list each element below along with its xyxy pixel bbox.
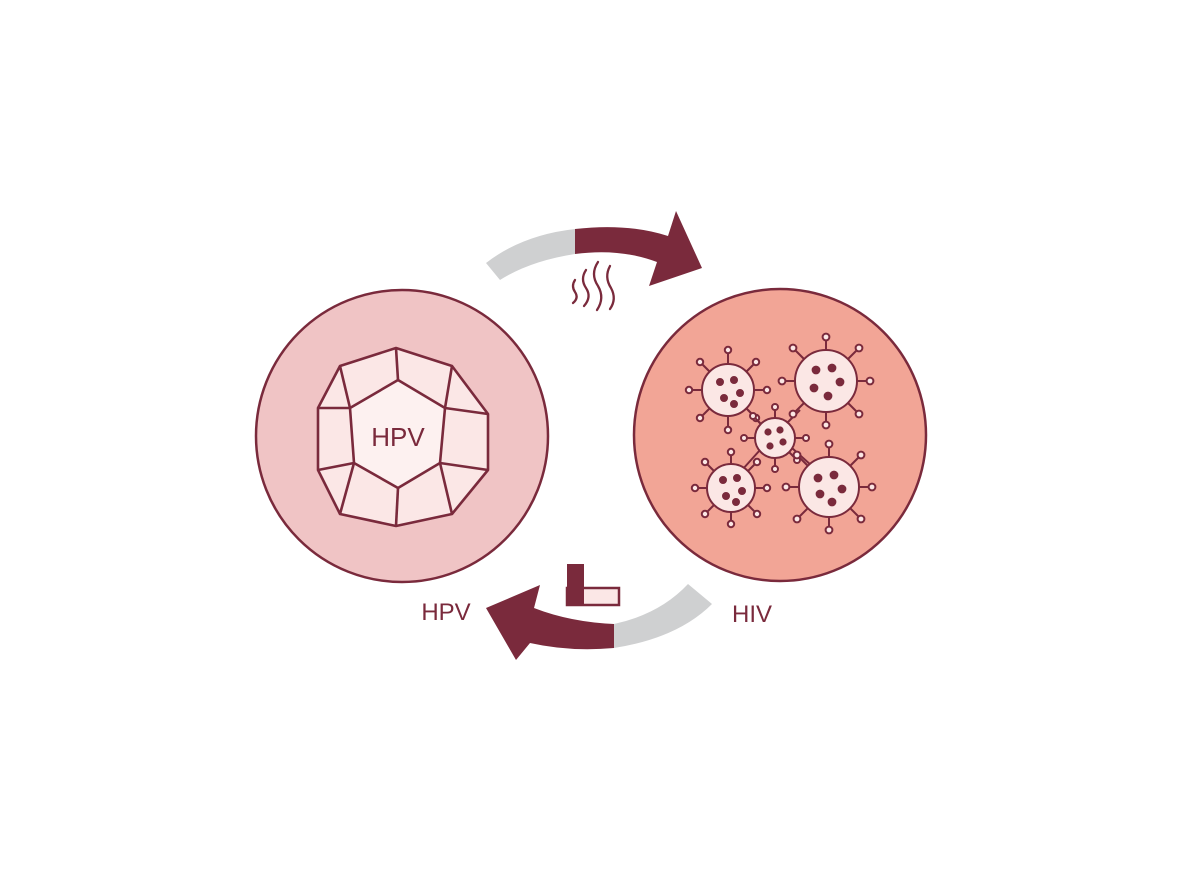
bottom-arrow-gray-tail [614, 584, 712, 648]
hpv-cell: HPV [254, 288, 550, 584]
l-block-icon [565, 564, 621, 607]
bottom-arrow-maroon-body [486, 585, 614, 660]
top-arrow-gray-tail [486, 229, 575, 280]
spiky-virion-icon [684, 345, 772, 435]
spiky-virion-icon [690, 447, 772, 529]
hiv-cell [632, 287, 928, 583]
spiky-virion-icon [777, 332, 875, 430]
spiky-virion-icon [781, 439, 877, 535]
hpv-caption: HPV [421, 599, 470, 626]
dodecahedron-capsid-icon [316, 346, 490, 528]
bottom-arrow [486, 584, 712, 660]
top-arrow-maroon-body [575, 211, 702, 286]
hpv-inner-label: HPV [371, 422, 425, 452]
spiky-virion-icon [740, 403, 810, 473]
heat-waves-icon [571, 260, 615, 312]
top-arrow [486, 211, 702, 286]
hiv-caption: HIV [732, 601, 772, 628]
